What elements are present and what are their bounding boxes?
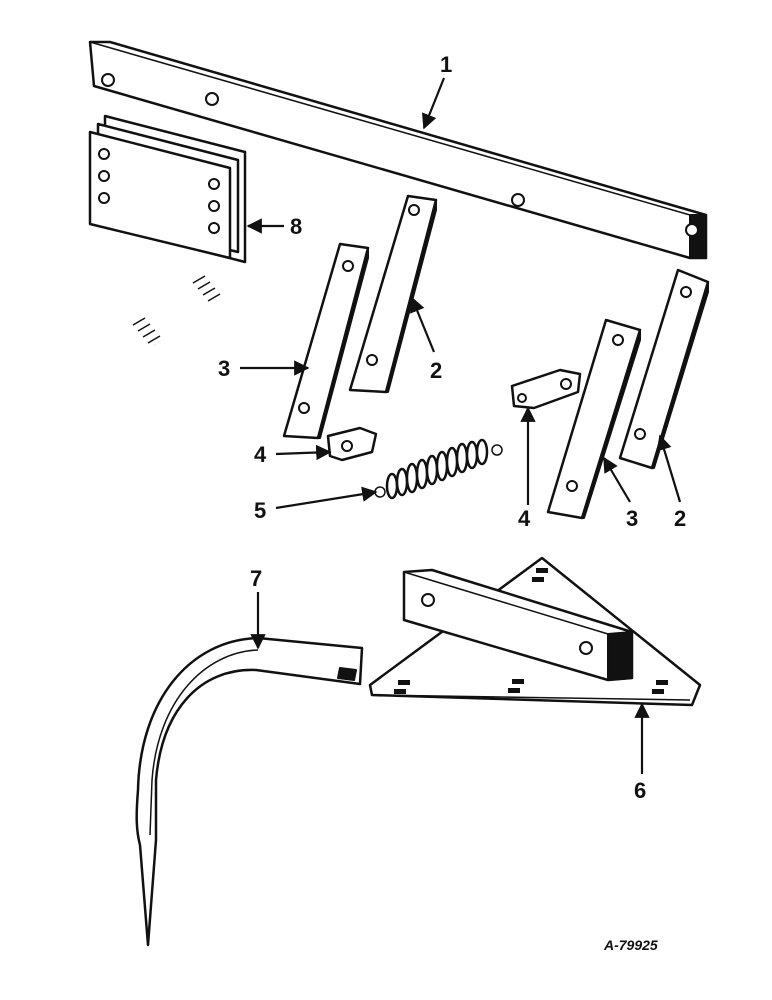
part-3-strap-right [546,318,642,520]
figure-number: A-79925 [603,937,658,953]
callout-4-right: 4 [518,506,531,531]
part-7-shank [135,636,364,947]
part-6-sweep [368,556,702,707]
part-4-bracket-left [326,426,378,462]
callout-2-left: 2 [430,358,442,383]
callout-3-left: 3 [218,356,230,381]
callout-4-left: 4 [254,442,267,467]
part-2-strap-right [618,268,710,470]
leader-lines [240,77,682,774]
callout-2-right: 2 [674,506,686,531]
callout-6: 6 [634,778,646,803]
callout-1: 1 [440,52,452,77]
part-3-strap-left [282,242,370,440]
part-5-spring [374,438,503,500]
callout-7: 7 [250,566,262,591]
part-4-bracket-right [510,368,582,410]
part-2-strap-left [348,194,438,394]
callout-3-right: 3 [626,506,638,531]
callout-5: 5 [254,498,266,523]
part-8-clamp [88,114,247,348]
part-1-bar [88,40,708,260]
callout-8: 8 [290,214,302,239]
